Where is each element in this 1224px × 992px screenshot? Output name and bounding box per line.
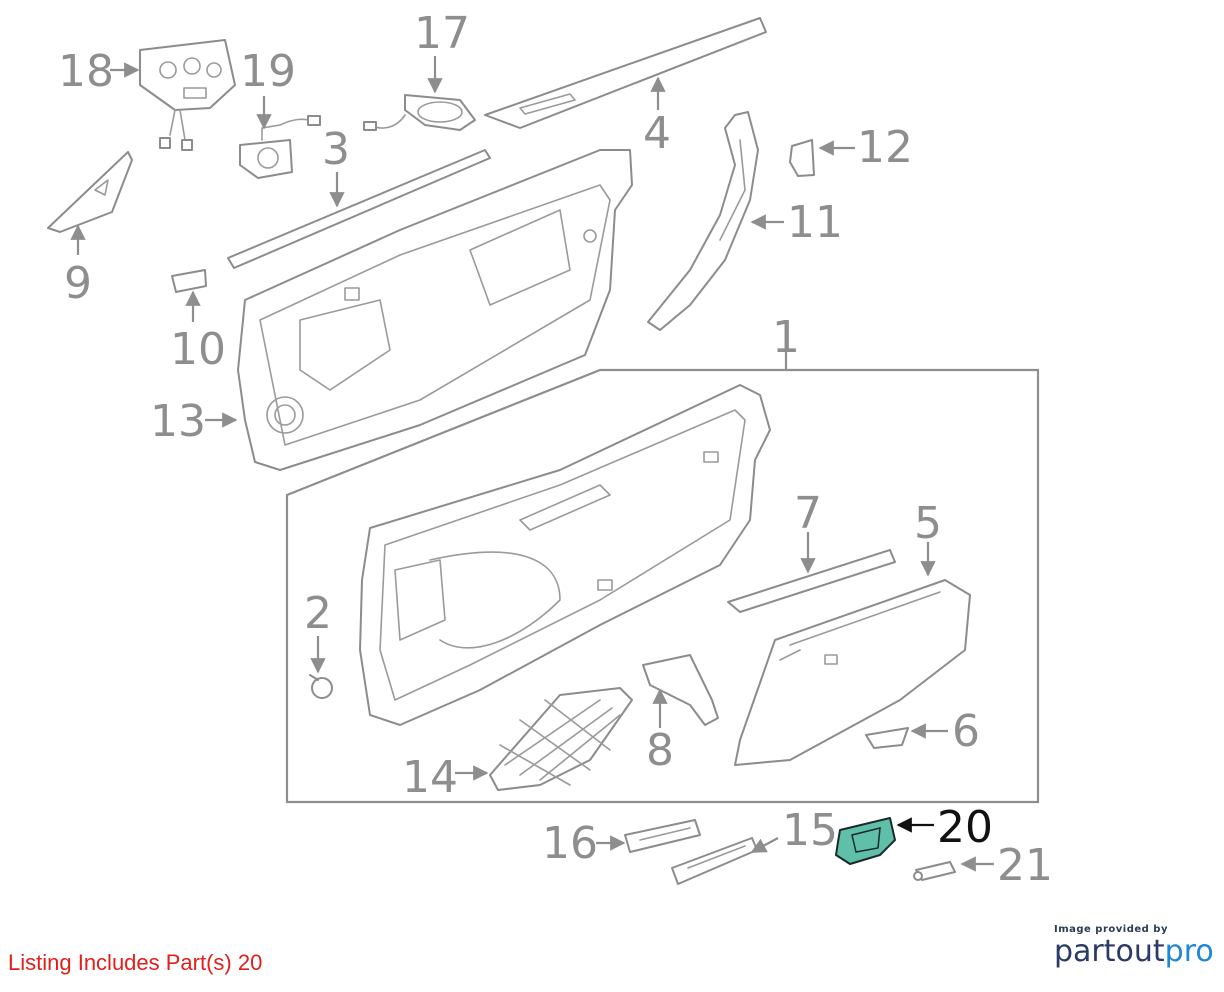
callout-11: 11: [787, 197, 843, 248]
callout-4: 4: [643, 108, 671, 159]
part-16-bracket: [624, 819, 701, 853]
part-6-clip: [865, 727, 909, 749]
brand-part-a: partout: [1054, 934, 1165, 969]
part-20-bezel-highlighted[interactable]: [835, 817, 896, 865]
callout-18: 18: [58, 46, 114, 97]
part-12-clip: [789, 139, 815, 177]
callout-3: 3: [322, 124, 350, 175]
part-10-clip: [171, 269, 207, 293]
part-8-handle: [642, 654, 719, 726]
callout-2: 2: [304, 588, 332, 639]
part-7-strip: [727, 549, 896, 613]
callout-16: 16: [542, 818, 598, 869]
part-14-grille: [489, 687, 633, 791]
callout-21: 21: [997, 840, 1053, 891]
part-17-speaker: [363, 94, 476, 131]
callout-6: 6: [952, 706, 980, 757]
part-3-weatherstrip: [227, 149, 491, 269]
credit-caption: Image provided by: [1054, 924, 1168, 935]
callout-8: 8: [646, 725, 674, 776]
part-4-trim-strip: [484, 17, 767, 129]
callout-20: 20: [937, 802, 993, 853]
part-2-pin: [309, 674, 333, 699]
part-15-handle-trim: [671, 837, 758, 885]
brand-part-b: pro: [1164, 934, 1214, 969]
callout-14: 14: [402, 752, 458, 803]
image-credit: Image provided by partoutpro: [1054, 924, 1214, 969]
callout-15: 15: [782, 805, 838, 856]
part-13-inner-panel: [237, 149, 633, 471]
part-9-mirror-trim: [47, 151, 133, 233]
part-21-bulb: [913, 861, 956, 881]
callout-17: 17: [414, 8, 470, 59]
leader-15: [750, 837, 779, 853]
callout-19: 19: [240, 46, 296, 97]
callout-1: 1: [772, 312, 800, 363]
part-18-switch-panel: [139, 39, 236, 151]
part-5-pocket: [734, 579, 971, 766]
callout-13: 13: [150, 396, 206, 447]
assembly-box: [285, 368, 1040, 804]
listing-note: Listing Includes Part(s) 20: [8, 950, 263, 975]
partoutpro-logo: partoutpro: [1054, 935, 1214, 969]
callout-9: 9: [64, 258, 92, 309]
callout-12: 12: [857, 122, 913, 173]
part-19-actuator: [239, 115, 321, 179]
part-11-pillar-trim: [647, 111, 759, 331]
callout-10: 10: [170, 324, 226, 375]
callout-5: 5: [914, 498, 942, 549]
callout-7: 7: [794, 488, 822, 539]
part-1-door-panel: [359, 384, 771, 726]
